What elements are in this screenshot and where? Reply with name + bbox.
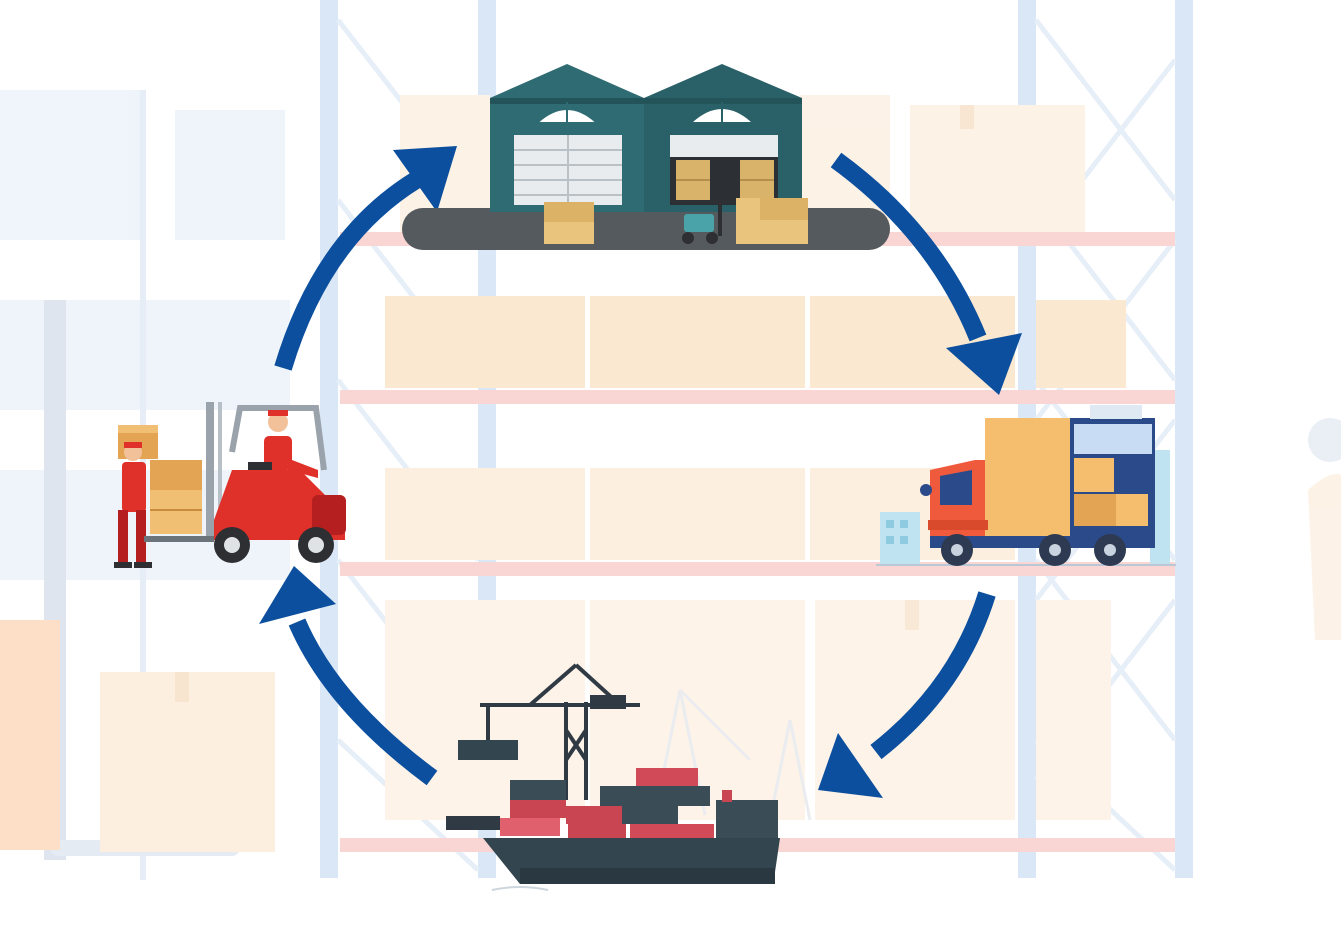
warehouse-icon <box>402 64 890 250</box>
truck-icon <box>876 405 1176 566</box>
worker-figure <box>114 425 158 568</box>
background-person-ghost <box>1308 418 1341 640</box>
arrow-ship-to-forklift <box>259 566 438 786</box>
arrow-warehouse-to-truck <box>830 152 1022 395</box>
forklift-icon <box>114 402 346 568</box>
shelf-boxes <box>385 95 1126 820</box>
ship-containers <box>446 768 778 842</box>
arrow-forklift-to-warehouse <box>274 146 457 371</box>
cycle-arrows <box>259 146 1022 798</box>
arrow-truck-to-ship <box>818 591 996 798</box>
cargo-ship-icon <box>446 663 780 891</box>
background-forklift-ghost <box>0 300 275 860</box>
